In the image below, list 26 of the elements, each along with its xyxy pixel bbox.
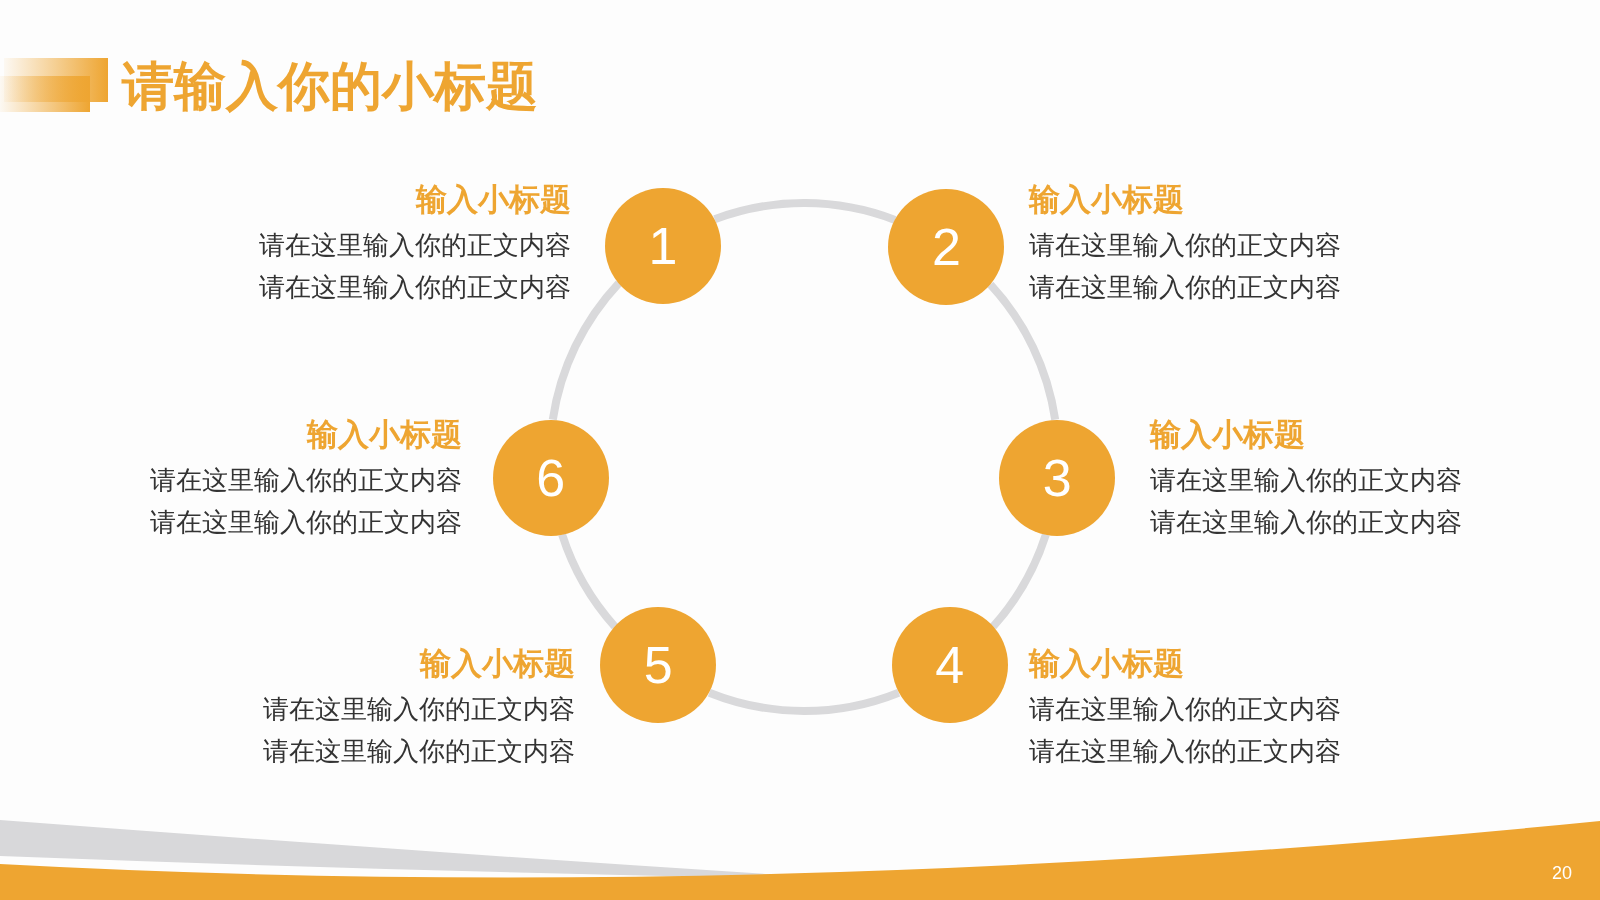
body-text: 请在这里输入你的正文内容请在这里输入你的正文内容 bbox=[1150, 464, 1463, 539]
ring-arc bbox=[708, 688, 900, 715]
page-number: 20 bbox=[1551, 862, 1572, 884]
slide-title: 请输入你的小标题 bbox=[122, 56, 538, 116]
body-text: 请在这里输入你的正文内容请在这里输入你的正文内容 bbox=[262, 693, 575, 768]
subheading: 输入小标题 bbox=[1029, 644, 1184, 683]
body-text: 请在这里输入你的正文内容请在这里输入你的正文内容 bbox=[1029, 229, 1342, 304]
subheading: 输入小标题 bbox=[420, 644, 575, 683]
ring-arc bbox=[548, 280, 622, 421]
subheading: 输入小标题 bbox=[1150, 415, 1305, 454]
ring-arc bbox=[990, 533, 1050, 630]
number-circle: 2 bbox=[888, 188, 1005, 305]
ring-arc bbox=[987, 281, 1060, 421]
body-text: 请在这里输入你的正文内容请在这里输入你的正文内容 bbox=[149, 464, 462, 539]
subheading: 输入小标题 bbox=[416, 180, 571, 219]
subheading: 输入小标题 bbox=[1029, 180, 1184, 219]
number-circle: 4 bbox=[891, 607, 1008, 724]
body-text: 请在这里输入你的正文内容请在这里输入你的正文内容 bbox=[1029, 693, 1342, 768]
number-circle: 3 bbox=[999, 419, 1116, 536]
number-circle: 5 bbox=[600, 607, 717, 724]
ring-arc bbox=[713, 199, 897, 224]
number-circle: 1 bbox=[605, 187, 722, 304]
subheading: 输入小标题 bbox=[307, 415, 462, 454]
number-circle: 6 bbox=[492, 419, 609, 536]
ring-arc bbox=[558, 533, 618, 630]
body-text: 请在这里输入你的正文内容请在这里输入你的正文内容 bbox=[258, 229, 571, 304]
